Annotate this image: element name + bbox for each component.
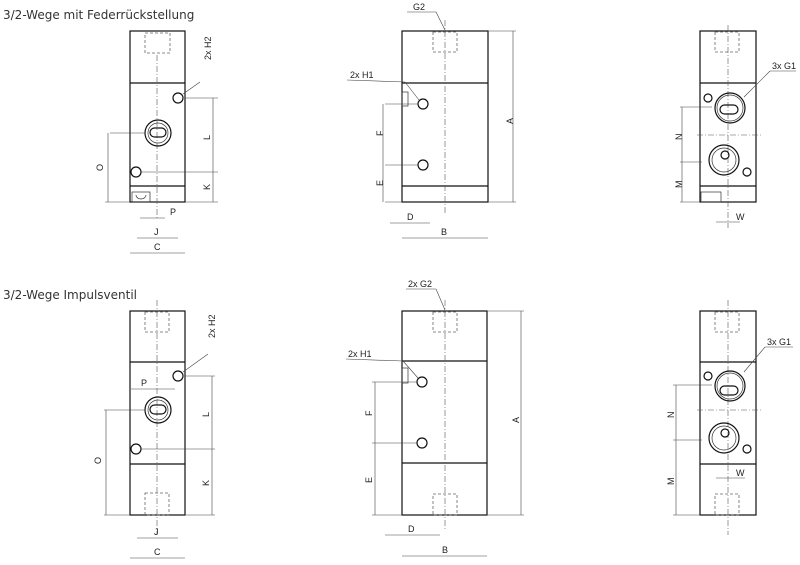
svg-text:2x G2: 2x G2 (408, 279, 432, 289)
end-view-impulse: N M W 3x G1 (666, 300, 793, 535)
svg-text:P: P (170, 207, 176, 217)
svg-text:3x G1: 3x G1 (767, 337, 791, 347)
svg-text:O: O (93, 457, 103, 464)
svg-text:L: L (201, 412, 211, 417)
side-view-impulse: F E A D B 2x G2 2x H1 (345, 279, 524, 557)
svg-text:A: A (511, 417, 521, 423)
section-title-impulse-valve: 3/2-Wege Impulsventil (3, 288, 137, 302)
svg-text:F: F (364, 410, 374, 416)
svg-text:2x H1: 2x H1 (348, 349, 372, 359)
svg-text:E: E (375, 180, 385, 186)
front-view-spring: L K O P J C 2x H2 (95, 30, 218, 254)
svg-text:L: L (202, 135, 212, 140)
svg-text:2x H2: 2x H2 (207, 314, 217, 338)
svg-text:B: B (441, 227, 447, 237)
svg-text:E: E (364, 477, 374, 483)
svg-text:O: O (95, 164, 105, 171)
svg-text:F: F (375, 130, 385, 136)
svg-text:2x H1: 2x H1 (350, 70, 374, 80)
svg-text:A: A (505, 118, 515, 124)
svg-text:M: M (674, 181, 684, 189)
svg-text:W: W (736, 468, 745, 478)
svg-text:M: M (666, 478, 676, 486)
svg-text:2x H2: 2x H2 (203, 36, 213, 60)
end-view-spring: N M W 3x G1 (674, 25, 796, 228)
svg-text:N: N (666, 412, 676, 419)
svg-text:D: D (407, 212, 414, 222)
svg-text:W: W (736, 212, 745, 222)
svg-text:K: K (202, 184, 212, 190)
svg-text:J: J (154, 527, 159, 537)
svg-text:J: J (154, 227, 159, 237)
svg-text:P: P (141, 378, 147, 388)
svg-text:C: C (154, 547, 161, 557)
svg-text:3x G1: 3x G1 (772, 61, 796, 71)
svg-text:N: N (674, 134, 684, 141)
svg-text:D: D (408, 524, 415, 534)
svg-text:K: K (201, 480, 211, 486)
svg-text:G2: G2 (413, 2, 425, 12)
section-title-spring-return: 3/2-Wege mit Federrückstellung (3, 8, 194, 22)
side-view-spring: F E A D B G2 2x H1 (346, 2, 516, 239)
svg-text:B: B (442, 545, 448, 555)
svg-text:C: C (154, 242, 161, 252)
front-view-impulse: L K O P J C 2x H2 (93, 300, 217, 559)
